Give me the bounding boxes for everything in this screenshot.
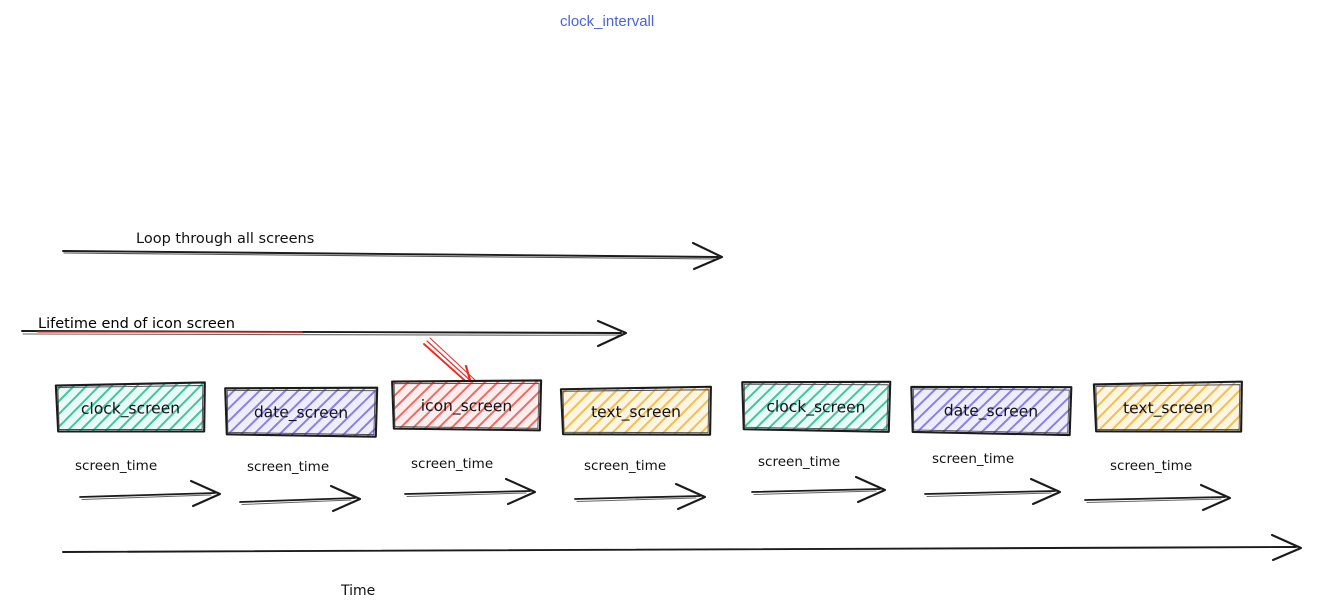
screen-time-label: screen_time: [247, 459, 329, 475]
arrow-head-icon: [674, 482, 707, 511]
arrow-head-icon: [329, 484, 362, 513]
screen-box-date_screen[interactable]: date_screen: [910, 385, 1073, 437]
screen-time-segment-1: screen_time: [239, 459, 362, 513]
screen-box-date_screen[interactable]: date_screen: [224, 386, 379, 438]
screen-time-segment-4: screen_time: [751, 454, 887, 504]
lifetime-end-of-icon-screen-arrow: Lifetime end of icon screen: [21, 316, 628, 348]
arrow-head-icon: [504, 477, 537, 506]
screen-box-fill: [911, 385, 1071, 435]
time-axis-label: Time: [340, 583, 375, 599]
screen-box-label: text_screen: [591, 403, 681, 422]
screen-box-label: clock_screen: [766, 397, 865, 417]
screen-box-border: [224, 386, 379, 438]
screen-box-clock_screen[interactable]: clock_screen: [741, 380, 892, 433]
diagram-title: clock_intervall: [560, 13, 654, 30]
screen-time-label: screen_time: [1110, 458, 1192, 474]
screen-box-label: date_screen: [254, 403, 348, 423]
screen-time-label: screen_time: [932, 451, 1014, 467]
screen-box-text_screen[interactable]: text_screen: [559, 385, 712, 436]
arrow-head-icon: [1029, 477, 1062, 506]
screen-time-segment-6: screen_time: [1084, 458, 1232, 512]
lifetime-arrow-label: Lifetime end of icon screen: [38, 316, 235, 332]
screen-box-border: [559, 385, 712, 436]
screen-time-label: screen_time: [758, 454, 840, 470]
arrow-head-icon: [189, 479, 222, 508]
screen-box-fill: [392, 380, 541, 430]
screen-time-segment-3: screen_time: [574, 458, 707, 511]
screen-time-label: screen_time: [75, 458, 157, 474]
red-arrow-icon: [423, 337, 476, 389]
screen-time-label: screen_time: [584, 458, 666, 474]
screen-box-border: [910, 385, 1073, 437]
screen-time-segment-2: screen_time: [404, 456, 537, 506]
screen-time-segments-group: screen_time screen_time screen_time screen_…: [75, 451, 1232, 513]
screen-box-label: text_screen: [1123, 399, 1213, 418]
screen-boxes-group: clock_screen date_screen icon_screen text_s…: [54, 379, 1243, 438]
arrow-head-icon: [854, 475, 887, 504]
screen-time-segment-0: screen_time: [75, 458, 222, 508]
screen-box-fill: [56, 383, 205, 432]
arrow-head-icon: [1199, 483, 1232, 512]
screen-box-label: clock_screen: [81, 399, 180, 419]
screen-box-fill: [561, 387, 711, 435]
screen-box-label: date_screen: [944, 401, 1038, 421]
screen-box-clock_screen[interactable]: clock_screen: [54, 381, 206, 433]
screen-box-border: [741, 380, 892, 433]
loop-arrow-label: Loop through all screens: [136, 231, 314, 247]
screen-box-fill: [225, 387, 377, 436]
loop-through-all-screens-arrow: Loop through all screens: [62, 231, 724, 271]
screen-box-border: [391, 379, 543, 432]
screen-box-text_screen[interactable]: text_screen: [1092, 380, 1243, 433]
screen-box-border: [54, 381, 206, 433]
screen-box-fill: [1094, 382, 1242, 432]
screen-box-border: [1092, 380, 1243, 433]
screen-time-label: screen_time: [411, 456, 493, 472]
screen-time-segment-5: screen_time: [924, 451, 1062, 506]
screen-box-label: icon_screen: [421, 397, 513, 416]
screen-box-icon_screen[interactable]: icon_screen: [391, 379, 543, 432]
screen-box-fill: [742, 381, 890, 431]
time-axis: Time: [62, 533, 1303, 599]
